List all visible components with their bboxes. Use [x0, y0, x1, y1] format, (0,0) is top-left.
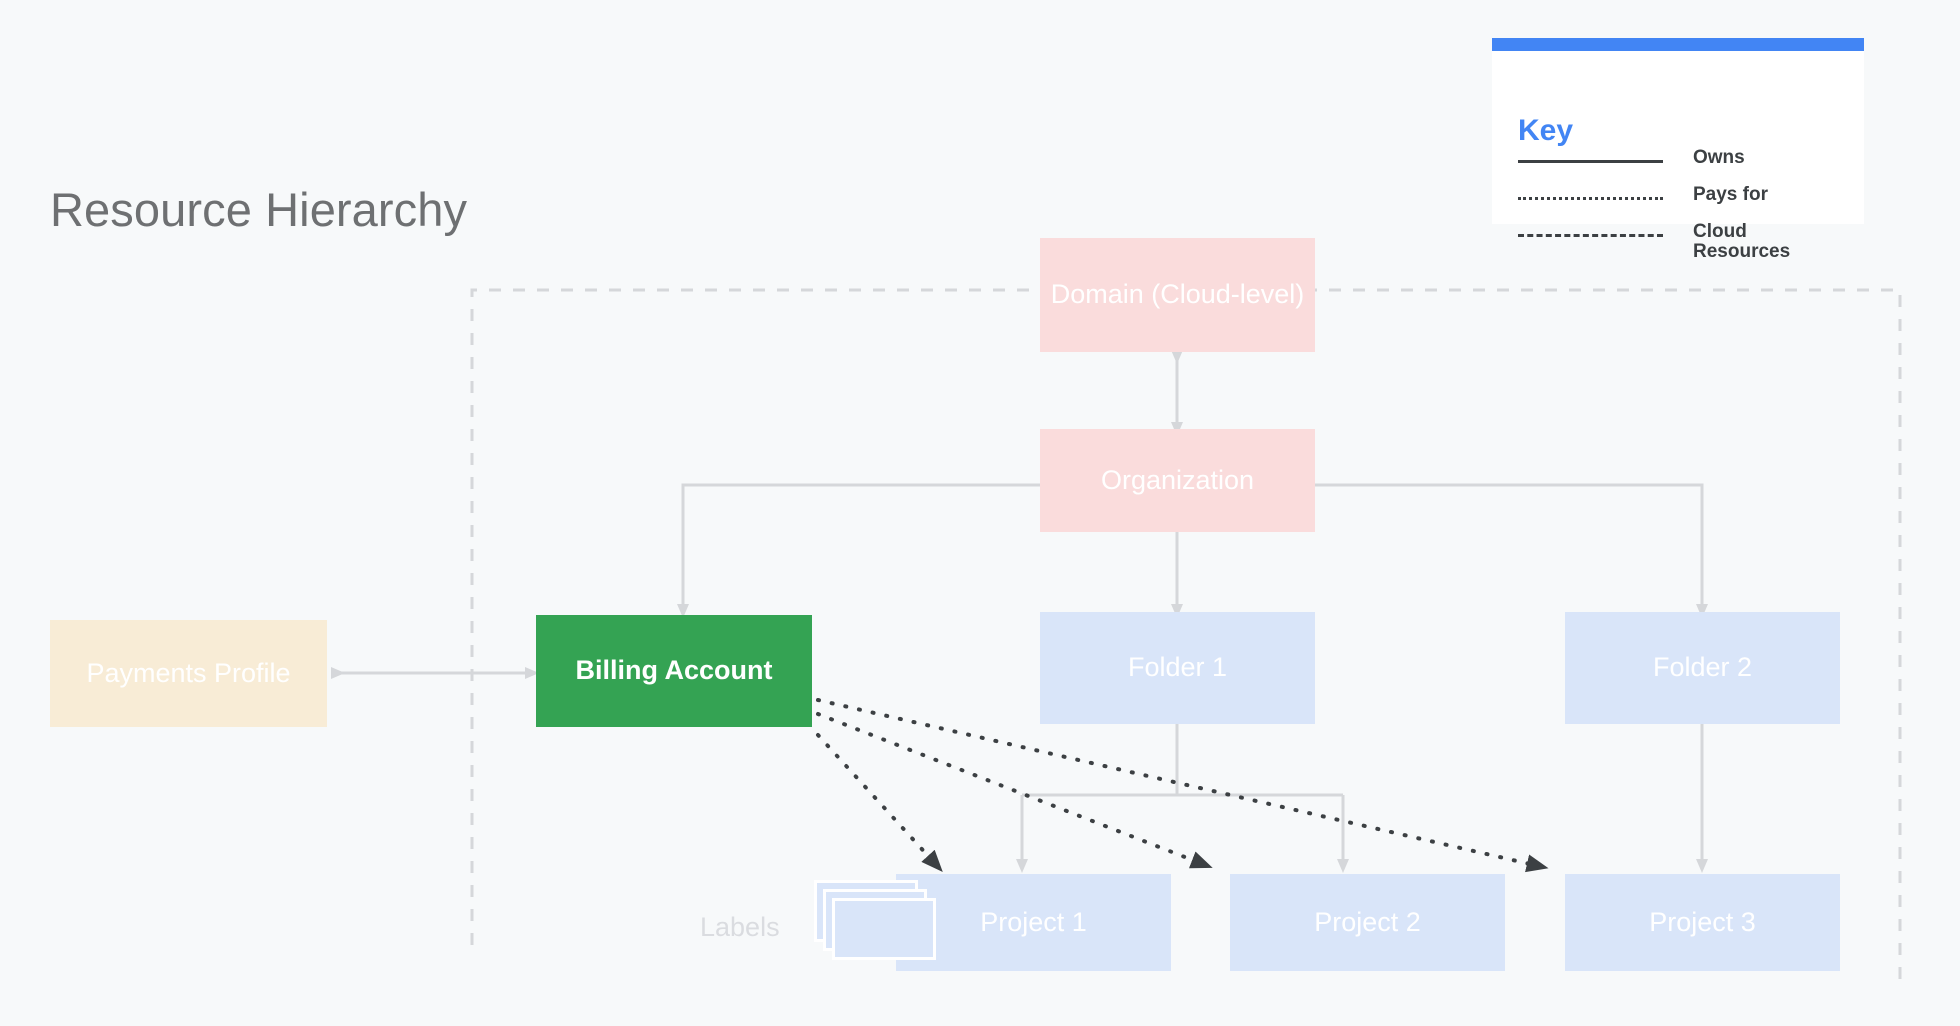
key-item-label: Cloud Resources: [1693, 221, 1791, 262]
key-item-label: Owns: [1693, 147, 1745, 168]
key-legend-card: Key Owns Pays for Cloud Resources: [1492, 38, 1864, 261]
edge-billing-project2: [816, 712, 1213, 869]
key-item-label: Pays for: [1693, 184, 1768, 205]
key-item-cloud-resources: Cloud Resources: [1518, 221, 1848, 268]
node-payments-profile[interactable]: Payments Profile: [50, 620, 327, 727]
node-project-1[interactable]: Project 1: [896, 874, 1171, 971]
page-title: Resource Hierarchy: [50, 183, 468, 236]
edge-organization-folder2: [1315, 483, 1708, 618]
key-items: Owns Pays for Cloud Resources: [1518, 147, 1848, 268]
labels-stack-icon[interactable]: [814, 880, 944, 970]
key-accent-bar: [1492, 38, 1864, 51]
edge-folder1-projects: [1016, 724, 1349, 873]
node-project-2[interactable]: Project 2: [1230, 874, 1505, 971]
node-project-3[interactable]: Project 3: [1565, 874, 1840, 971]
labels-caption: Labels: [700, 912, 780, 942]
node-folder-2[interactable]: Folder 2: [1565, 612, 1840, 724]
key-line-sample-solid: [1518, 160, 1663, 163]
edge-billing-project3: [816, 698, 1549, 873]
key-line-sample-dashed: [1518, 234, 1663, 237]
edge-billing-project1: [816, 733, 943, 873]
node-organization[interactable]: Organization: [1040, 429, 1315, 532]
node-domain[interactable]: Domain (Cloud-level): [1040, 238, 1315, 352]
node-folder-1[interactable]: Folder 1: [1040, 612, 1315, 724]
label-card-icon: [832, 898, 936, 960]
node-billing-account[interactable]: Billing Account: [536, 615, 812, 727]
key-heading: Key: [1518, 114, 1574, 147]
key-item-owns: Owns: [1518, 147, 1848, 187]
key-item-pays-for: Pays for: [1518, 184, 1848, 224]
edge-organization-billing: [677, 483, 1040, 618]
key-line-sample-dotted: [1518, 197, 1663, 200]
